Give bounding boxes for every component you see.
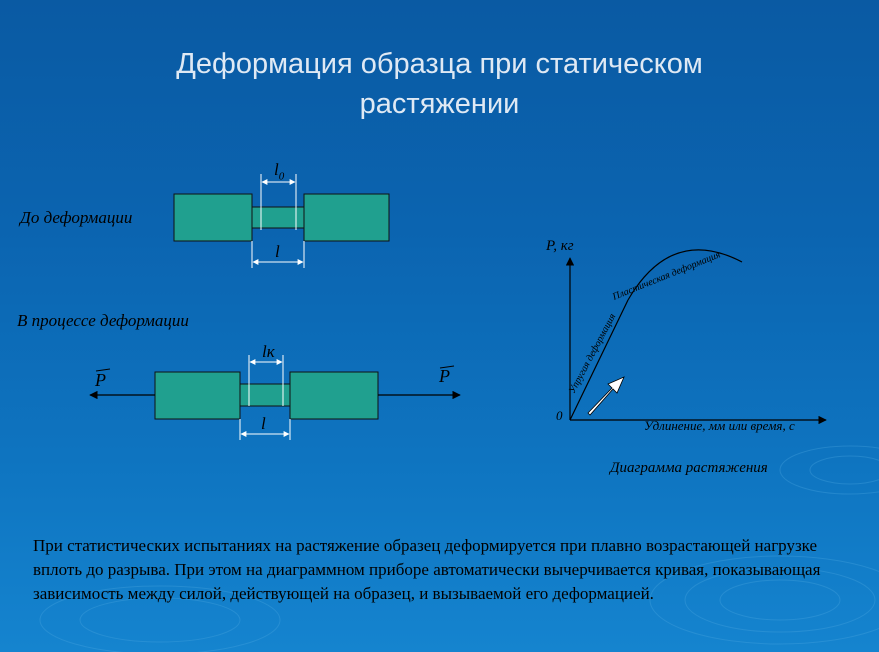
plastic-deformation-label: Пластическая деформация <box>610 249 722 303</box>
during-caption: В процессе деформации <box>17 311 189 330</box>
elastic-pointer-arrow <box>587 376 625 416</box>
grip-right-during <box>289 371 379 420</box>
description-paragraph: При статистических испытаниях на растяже… <box>33 536 821 603</box>
diagram-caption: Диаграмма растяжения <box>610 460 768 476</box>
grip-left-during <box>154 371 241 420</box>
lk-label: lк <box>262 342 275 361</box>
l-label-before: l <box>275 242 280 261</box>
title-line-1: Деформация образца при статическом <box>176 48 703 80</box>
y-axis-label: P, кг <box>546 238 574 254</box>
l-label-during: l <box>261 414 266 433</box>
elastic-line <box>569 299 629 421</box>
plastic-curve <box>627 249 743 301</box>
specimen-during <box>89 355 461 440</box>
before-caption: До деформации <box>20 208 133 227</box>
force-label-left: P <box>95 370 106 390</box>
title-line-2: растяжении <box>359 88 520 120</box>
slide-title: Деформация образца при статическом растя… <box>0 44 879 124</box>
l0-label: l0 <box>274 160 285 183</box>
vector-bar-left <box>95 368 111 372</box>
specimen-before <box>173 174 390 268</box>
force-label-right: P <box>439 366 450 386</box>
vector-bar-right <box>439 365 455 369</box>
x-axis-label: Удлинение, мм или время, с <box>644 418 795 433</box>
water-ripples-decoration <box>39 445 879 652</box>
grip-left-before <box>173 193 253 242</box>
tensile-diagram: Упругая деформация Пластическая деформац… <box>565 249 827 425</box>
origin-label: 0 <box>556 408 563 423</box>
grip-right-before <box>303 193 390 242</box>
